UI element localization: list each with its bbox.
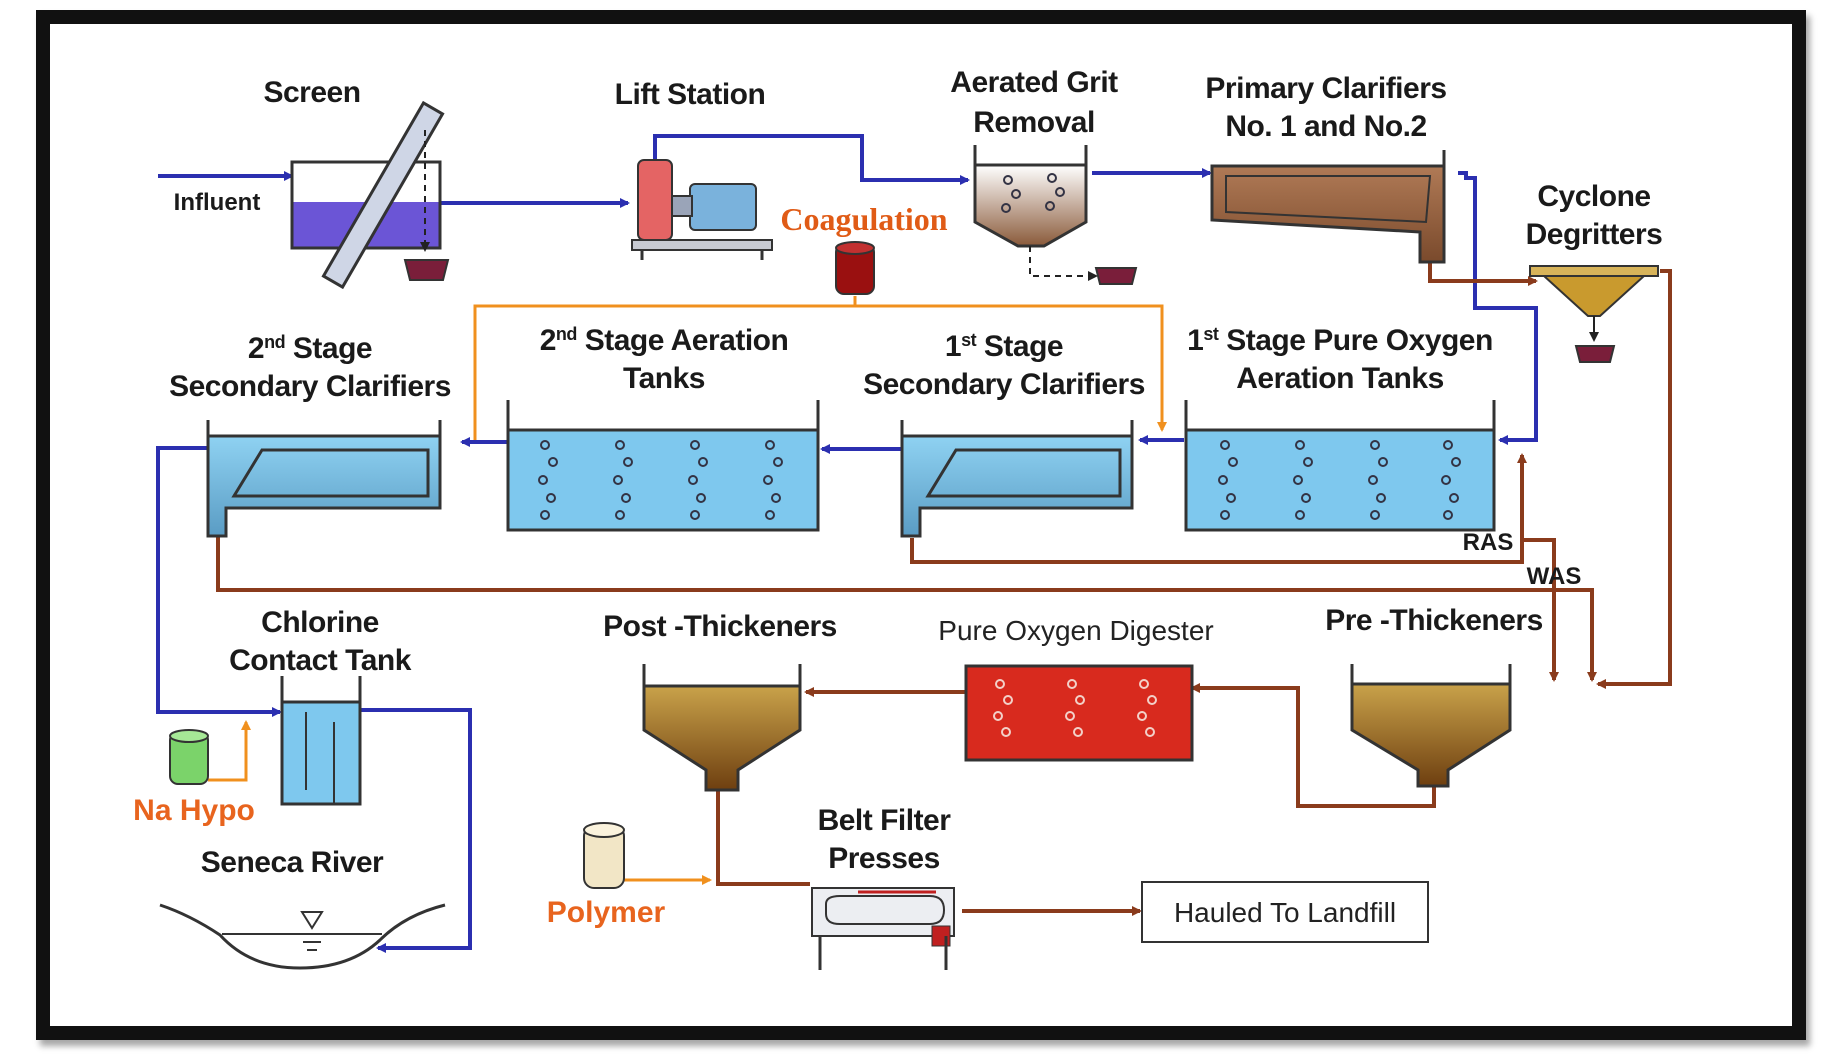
post-thickeners-label: Post -Thickeners xyxy=(603,610,837,643)
secondary-1-label-line2: Secondary Clarifiers xyxy=(863,368,1145,401)
na-hypo-label: Na Hypo xyxy=(133,794,255,827)
bubble-columns xyxy=(1218,440,1461,520)
belt-filter-press xyxy=(811,887,955,970)
polymer-tank xyxy=(583,822,625,889)
labels: Screen Influent Lift Station Aerated Gri… xyxy=(133,66,1663,929)
stage-word: Stage xyxy=(976,330,1063,363)
stage-words: Stage Pure Oxygen xyxy=(1218,324,1492,357)
primary-clarifier xyxy=(1210,150,1446,264)
chemical-flow-lines xyxy=(208,296,1167,885)
pre-thickeners-label: Pre -Thickeners xyxy=(1325,604,1543,637)
screen-label: Screen xyxy=(263,76,360,109)
post-thickener xyxy=(642,664,802,792)
secondary-1-label-line1: 1st Stage xyxy=(945,330,1063,363)
belt-filter-label-line1: Belt Filter xyxy=(818,804,952,837)
was-label: WAS xyxy=(1527,563,1582,590)
ordinal-suffix: nd xyxy=(264,332,285,352)
coagulation-label: Coagulation xyxy=(780,201,947,237)
aeration-tank-stage-2 xyxy=(506,400,820,532)
sludge-flow-lines xyxy=(216,256,1672,916)
secondary-clarifier-stage-1 xyxy=(900,420,1134,538)
ordinal: 1 xyxy=(945,330,961,363)
water-flow-lines xyxy=(156,134,1538,953)
cyclone-label-line1: Cyclone xyxy=(1537,180,1650,213)
pre-thickener xyxy=(1350,664,1512,788)
bubble-columns xyxy=(538,440,783,520)
secondary-2-label-line2: Secondary Clarifiers xyxy=(169,370,451,403)
screen-unit xyxy=(290,100,450,290)
coagulant-drum xyxy=(835,241,875,295)
cyclone-label-line2: Degritters xyxy=(1526,218,1663,251)
aerated-grit-removal-tank xyxy=(973,145,1138,285)
na-hypo-tank xyxy=(169,729,209,785)
cyclone-degritter xyxy=(1529,265,1659,363)
digester-label: Pure Oxygen Digester xyxy=(938,615,1213,646)
aeration-2-label-line2: Tanks xyxy=(623,362,705,395)
primary-label-line1: Primary Clarifiers xyxy=(1205,72,1446,105)
aeration-1-label-line1: 1st Stage Pure Oxygen xyxy=(1187,324,1493,357)
seneca-river xyxy=(159,903,446,970)
ordinal-suffix: nd xyxy=(556,324,577,344)
secondary-2-label-line1: 2nd Stage xyxy=(248,332,372,365)
ras-label: RAS xyxy=(1463,529,1514,556)
chlorine-label-line1: Chlorine xyxy=(261,606,379,639)
lift-station-pump xyxy=(631,159,773,260)
ordinal: 1 xyxy=(1187,324,1203,357)
chlorine-contact-tank xyxy=(280,676,362,806)
grit-label-line2: Removal xyxy=(973,106,1095,139)
chlorine-label-line2: Contact Tank xyxy=(229,644,412,677)
stage-word: Stage xyxy=(285,332,372,365)
aeration-1-label-line2: Aeration Tanks xyxy=(1236,362,1444,395)
polymer-label: Polymer xyxy=(547,896,666,929)
aeration-2-label-line1: 2nd Stage Aeration xyxy=(540,324,789,357)
stage-words: Stage Aeration xyxy=(577,324,788,357)
belt-filter-label-line2: Presses xyxy=(828,842,940,875)
ordinal: 2 xyxy=(540,324,556,357)
primary-label-line2: No. 1 and No.2 xyxy=(1225,110,1426,143)
seneca-river-label: Seneca River xyxy=(201,846,384,879)
grit-label-line1: Aerated Grit xyxy=(950,66,1118,99)
landfill-label: Hauled To Landfill xyxy=(1174,897,1396,928)
lift-station-label: Lift Station xyxy=(615,78,766,111)
ordinal: 2 xyxy=(248,332,264,365)
aeration-tank-stage-1 xyxy=(1184,400,1496,532)
ordinal-suffix: st xyxy=(1203,324,1219,344)
pure-oxygen-digester xyxy=(964,664,1194,762)
ordinal-suffix: st xyxy=(961,330,977,350)
landfill-box: Hauled To Landfill xyxy=(1141,881,1429,943)
influent-label: Influent xyxy=(174,189,261,216)
secondary-clarifier-stage-2 xyxy=(206,420,442,538)
